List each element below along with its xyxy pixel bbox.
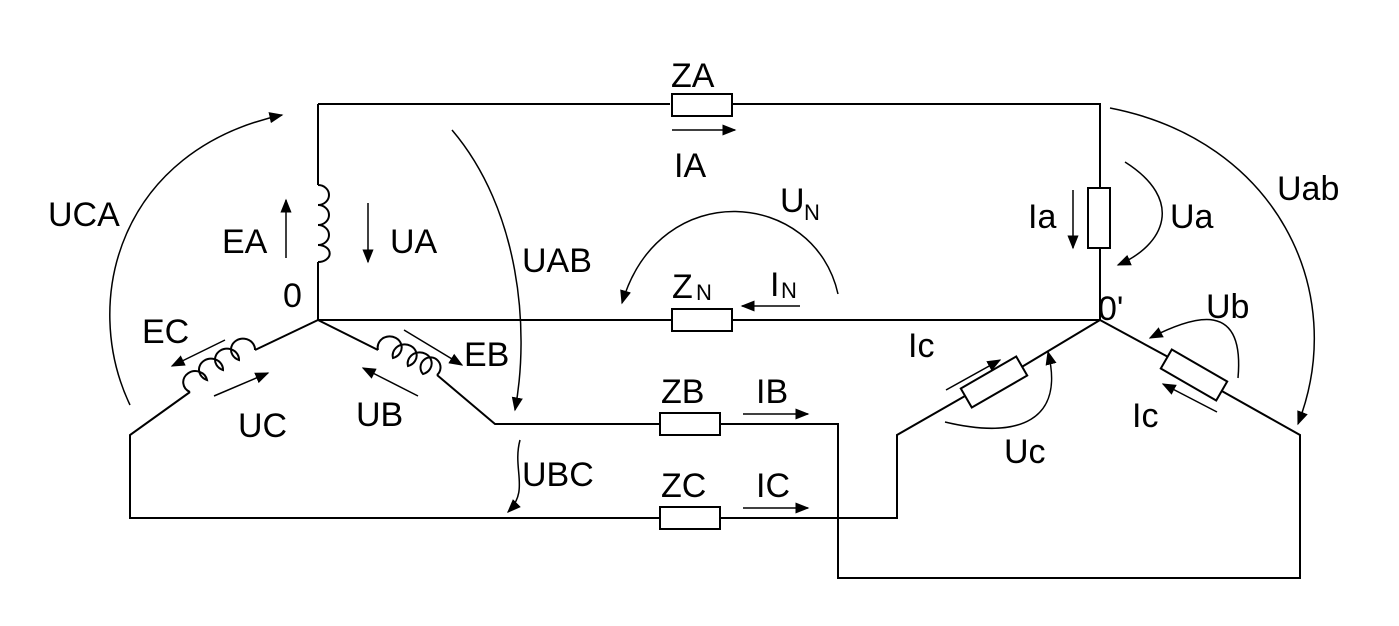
label-ec: EC (142, 313, 189, 351)
svg-text:N: N (696, 280, 712, 305)
impedance-load-b (1159, 348, 1229, 402)
arrow-eb (403, 329, 464, 366)
svg-text:Z: Z (672, 268, 693, 306)
label-in: I N (770, 266, 797, 304)
label-node-0-prime: 0' (1098, 290, 1123, 328)
impedance-zb (659, 412, 721, 436)
source-coil-a (317, 184, 331, 263)
label-zn: Z N (672, 268, 712, 306)
wire-load-c (1019, 319, 1101, 369)
arrow-ubc (507, 439, 521, 513)
arrow-uca (109, 112, 284, 406)
arrow-ub-load (1148, 318, 1240, 379)
label-ubc: UBC (522, 456, 594, 494)
source-coil-c (182, 337, 257, 393)
label-eb: EB (464, 336, 509, 374)
label-zc: ZC (661, 467, 706, 505)
svg-text:N: N (781, 278, 797, 303)
label-uc: UC (238, 407, 287, 445)
curved-arrows (109, 107, 1315, 513)
impedance-zn (671, 308, 733, 332)
label-ub-load: Ub (1206, 288, 1249, 326)
labels: ZA IA Ia Ua Uab UCA EA UA UAB U N Z N I … (48, 57, 1339, 505)
arrow-ic-load-right (1161, 383, 1218, 413)
label-za: ZA (671, 57, 715, 95)
label-uab-load: Uab (1277, 170, 1339, 208)
arrow-un (620, 210, 839, 305)
label-ia-line: IA (674, 147, 706, 185)
svg-text:U: U (780, 182, 805, 220)
label-un: U N (780, 182, 820, 225)
svg-text:I: I (770, 266, 779, 304)
arrow-ec (170, 339, 226, 367)
impedance-load-a (1087, 187, 1111, 249)
arrow-ub (361, 367, 419, 397)
label-zb: ZB (661, 373, 704, 411)
svg-text:N: N (804, 200, 820, 225)
wire-line-a (318, 103, 1101, 188)
impedance-load-c (959, 355, 1029, 409)
label-ia-load: Ia (1028, 198, 1056, 236)
label-ic-load-right: Ic (1132, 397, 1158, 435)
label-uab: UAB (522, 242, 592, 280)
label-ic-load-left: Ic (908, 327, 934, 365)
label-uc-load: Uc (1004, 433, 1046, 471)
label-ea: EA (222, 223, 268, 261)
impedance-zc (659, 506, 721, 530)
arrow-uc (213, 372, 270, 397)
straight-arrows (170, 124, 1218, 514)
impedance-za (671, 93, 733, 117)
arrow-uab (451, 129, 523, 412)
wire-line-b (317, 319, 1301, 579)
arrow-ic-load-left (945, 359, 1002, 391)
wires (129, 103, 1301, 579)
label-ic: IC (756, 467, 790, 505)
label-ub: UB (356, 396, 403, 434)
label-ib: IB (756, 373, 788, 411)
arrow-uc-load (944, 350, 1057, 429)
label-uca: UCA (48, 196, 120, 234)
arrow-uab-load (1109, 107, 1315, 426)
label-ua: UA (390, 223, 438, 261)
label-node-0: 0 (283, 277, 302, 315)
wire-load-b (1099, 319, 1171, 359)
label-ua-load: Ua (1170, 198, 1214, 236)
wire-line-c (129, 319, 966, 519)
source-coil-b (376, 335, 442, 376)
arrow-ua-load (1116, 161, 1163, 266)
